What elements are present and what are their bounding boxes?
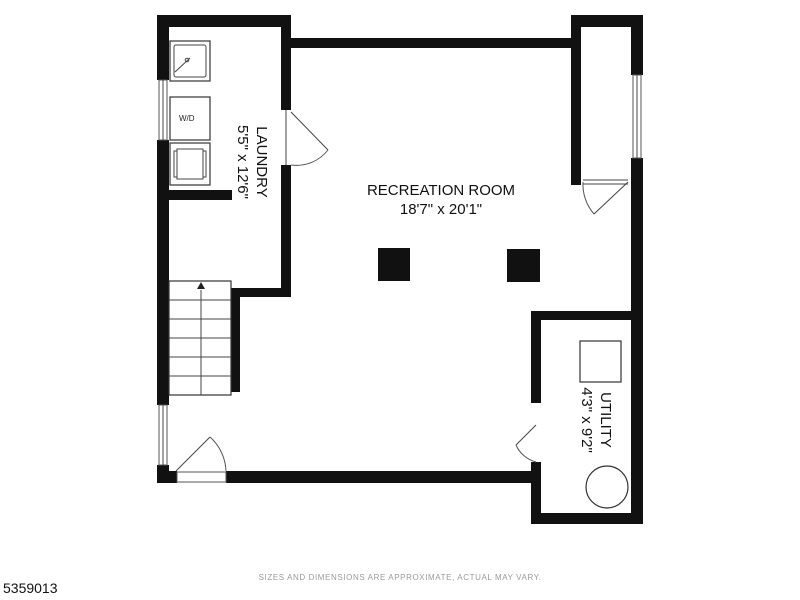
wall-laundry-right-upper [281,15,291,110]
disclaimer-text: SIZES AND DIMENSIONS ARE APPROXIMATE, AC… [258,573,542,582]
closet-door-swing [582,181,595,215]
washer [169,96,211,141]
laundry-door-swing [290,149,329,166]
doors [175,110,629,483]
laundry-name: LAUNDRY [253,126,270,197]
wall-utility-top [531,311,643,320]
wall-left-mid [157,140,169,405]
entry-threshold [176,471,227,483]
wall-right-upper [631,15,643,75]
wall-left-upper [157,15,169,80]
wall-top-rec [281,38,581,48]
column-right [507,249,540,282]
recreation-room-dims: 18'7" x 20'1" [400,201,482,218]
closet-door-leaf [593,181,629,215]
utility-fixtures [579,340,629,509]
utility-name: UTILITY [597,392,614,448]
laundry-fixtures: W/D [169,40,211,186]
wall-top-laundry [157,15,291,27]
wall-laundry-right-lower [281,165,291,297]
wall-closet-left [571,15,581,185]
utility-door-swing [515,444,537,463]
wall-stair-right [231,288,240,392]
stairs [168,280,232,396]
laundry-dims: 5'5" x 12'6" [234,125,251,199]
stair-up-arrow-icon [197,282,205,289]
water-heater [585,465,629,509]
walls [157,15,643,524]
room-labels: RECREATION ROOM 18'7" x 20'1" LAUNDRY 5'… [234,125,614,453]
wall-closet-top [571,15,643,27]
utility-sink [169,40,211,82]
columns [378,248,540,282]
wall-bottom-left [157,471,177,483]
entry-door-swing [209,436,227,472]
wall-stair-top [232,288,291,297]
entry-door-leaf [175,436,211,472]
listing-id: 5359013 [3,580,58,596]
wall-bottom-main [226,471,541,483]
utility-door-leaf [515,424,537,446]
washer-dryer-label: W/D [179,114,195,123]
furnace [579,340,622,383]
laundry-door-leaf [290,111,329,151]
windows [158,74,642,466]
wall-right-lower [631,158,643,524]
utility-dims: 4'3" x 9'2" [578,387,595,453]
column-left [378,248,410,281]
wall-utility-left-upper [531,311,541,403]
wall-laundry-shelf [157,190,232,200]
wall-utility-bottom [531,513,643,524]
wall-utility-left-lower [531,462,541,524]
recreation-room-name: RECREATION ROOM [367,182,515,199]
